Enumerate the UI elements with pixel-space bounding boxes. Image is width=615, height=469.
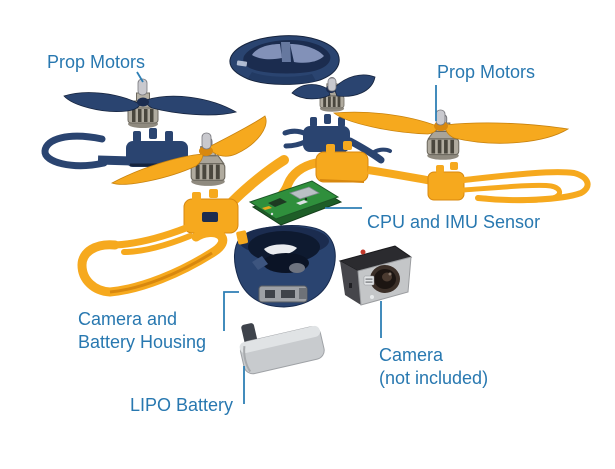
prop-motor-yellow-right-assembly (332, 109, 570, 161)
cpu-imu-board-graphic (248, 180, 343, 226)
label-camera-battery-housing: Camera and Battery Housing (78, 308, 206, 354)
lipo-battery-graphic (239, 323, 325, 375)
leader-line-prop-motors-left (136, 71, 144, 83)
label-camera-battery-housing-line2: Battery Housing (78, 332, 207, 352)
prop-motor-yellow-left-assembly (111, 115, 267, 187)
label-camera-line2: (not included) (379, 368, 489, 388)
prop-motor-left-assembly (63, 78, 238, 129)
prop-motor-right-assembly (291, 74, 376, 113)
leader-line-camera-battery-housing (223, 291, 239, 331)
label-camera-battery-housing-line1: Camera and (78, 309, 178, 329)
frame-arm-yellow-left-graphic (77, 155, 289, 297)
canopy-top-shell-graphic (229, 35, 340, 85)
camera-battery-housing-graphic (234, 224, 336, 308)
frame-arm-blue-right-graphic (282, 114, 392, 164)
label-cpu-imu-sensor: CPU and IMU Sensor (367, 212, 541, 232)
action-camera-graphic (338, 245, 413, 306)
label-lipo-battery: LIPO Battery (130, 395, 234, 415)
label-camera-not-included: Camera (not included) (379, 344, 488, 390)
label-prop-motors-left: Prop Motors (47, 52, 146, 72)
label-camera-line1: Camera (379, 345, 444, 365)
label-prop-motors-right: Prop Motors (437, 62, 536, 82)
